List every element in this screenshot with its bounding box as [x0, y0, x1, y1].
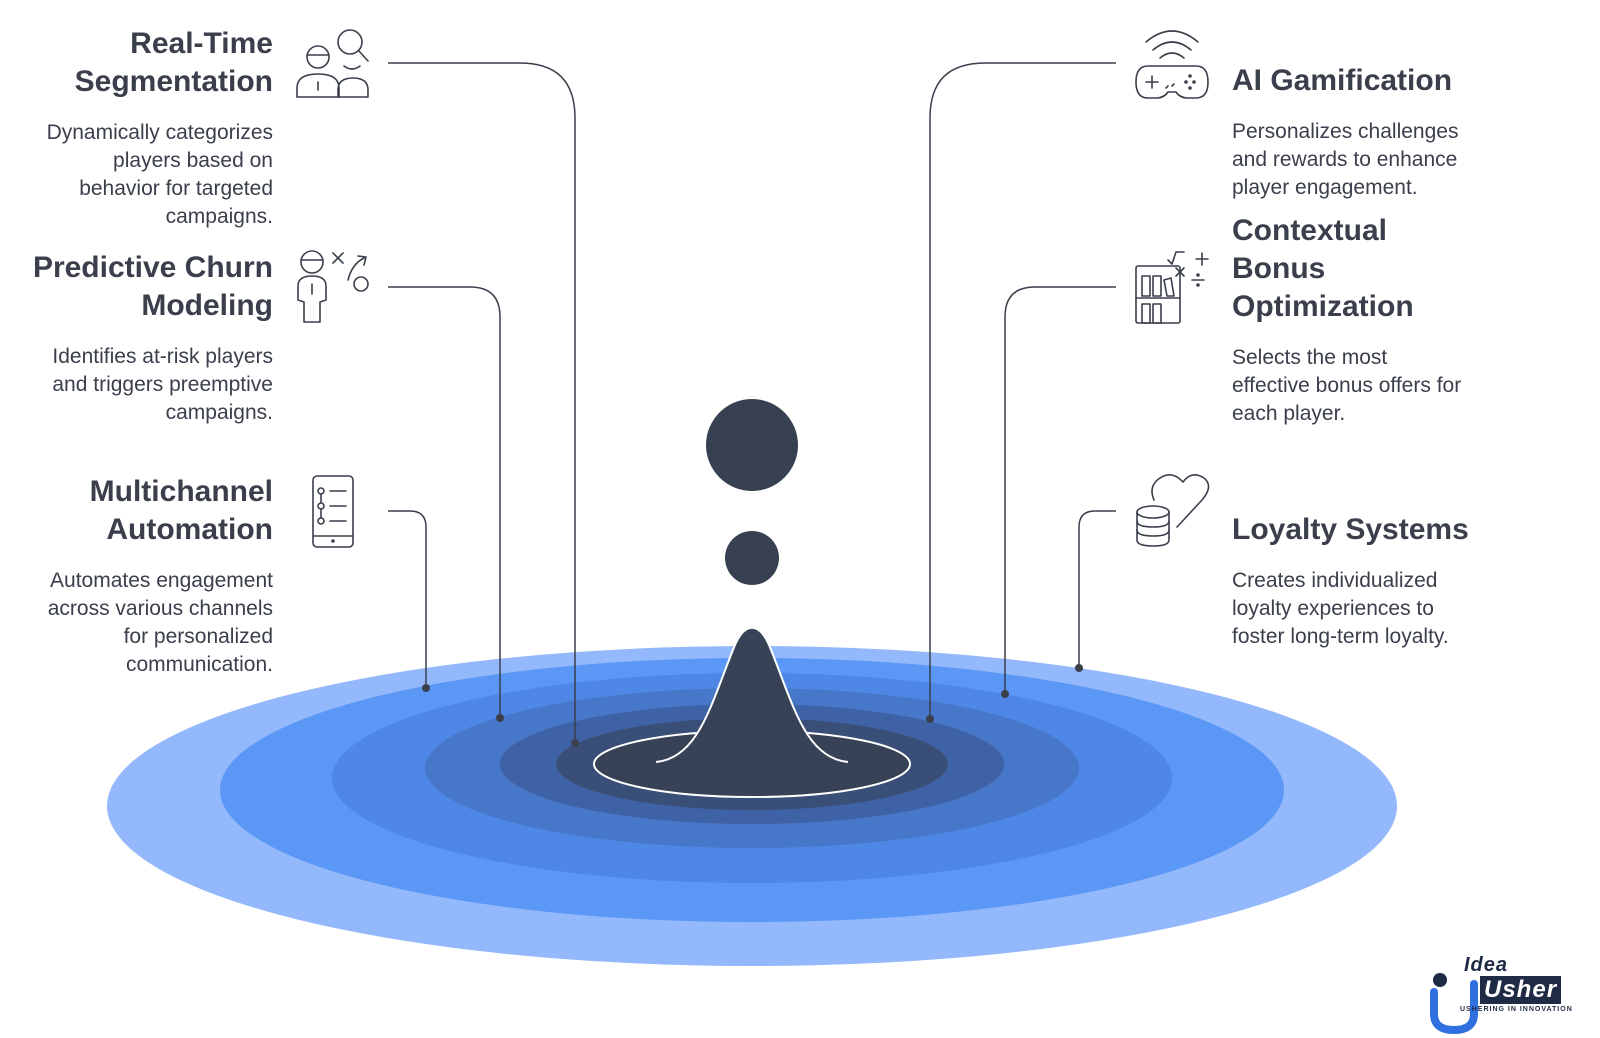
connector-dot	[926, 715, 934, 723]
feature-title: Real-Time Segmentation	[74, 27, 273, 98]
feature-loyalty-systems: Loyalty Systems Creates individualized l…	[1232, 511, 1572, 651]
connector-multichannel	[388, 510, 427, 688]
drop-small	[725, 531, 779, 585]
feature-title: AI Gamification	[1232, 64, 1453, 97]
splash-outline	[655, 626, 849, 763]
connector-dot	[571, 739, 579, 747]
feature-description: Identifies at-risk players and triggers …	[52, 345, 273, 424]
connector-dot	[1075, 664, 1083, 672]
drop-large	[706, 399, 798, 491]
connector-predictive-churn	[388, 286, 501, 718]
logo-line1: Idea	[1464, 954, 1509, 976]
logo-mark-icon	[1430, 973, 1478, 1034]
wireless-gamepad-icon	[1135, 30, 1209, 99]
logo-line2: Usher	[1480, 976, 1562, 1004]
coins-heart-icon	[1136, 474, 1210, 547]
feature-predictive-churn-modeling: Predictive Churn Modeling Identifies at-…	[3, 249, 273, 427]
feature-contextual-bonus-optimization: Contextual Bonus Optimization Selects th…	[1232, 212, 1572, 428]
feature-real-time-segmentation: Real-Time Segmentation Dynamically categ…	[3, 25, 273, 231]
mobile-checklist-icon	[312, 475, 354, 548]
splash-peak	[656, 627, 848, 762]
math-calendar-icon	[1135, 251, 1209, 324]
feature-description: Creates individualized loyalty experienc…	[1232, 569, 1449, 648]
connector-dot	[422, 684, 430, 692]
logo-tagline: USHERING IN INNOVATION	[1460, 1006, 1573, 1013]
user-search-icon	[296, 29, 369, 98]
feature-title: Multichannel Automation	[89, 475, 273, 546]
feature-description: Automates engagement across various chan…	[47, 569, 273, 676]
idea-usher-logo: Idea Usher USHERING IN INNOVATION	[1430, 954, 1598, 1034]
connector-dot	[1001, 690, 1009, 698]
feature-description: Personalizes challenges and rewards to e…	[1232, 120, 1459, 199]
feature-ai-gamification: AI Gamification Personalizes challenges …	[1232, 62, 1572, 202]
feature-title: Contextual Bonus Optimization	[1232, 214, 1414, 323]
feature-title: Predictive Churn Modeling	[32, 251, 273, 322]
connector-dot	[496, 714, 504, 722]
strategy-person-icon	[297, 250, 369, 323]
connector-real-time-segmentation	[388, 62, 576, 743]
connector-loyalty	[1078, 510, 1116, 668]
connector-ai-gamification	[929, 62, 1116, 719]
feature-description: Selects the most effective bonus offers …	[1232, 346, 1462, 425]
feature-title: Loyalty Systems	[1232, 513, 1469, 546]
connector-contextual-bonus	[1004, 286, 1116, 694]
feature-multichannel-automation: Multichannel Automation Automates engage…	[3, 473, 273, 679]
feature-description: Dynamically categorizes players based on…	[46, 121, 273, 228]
